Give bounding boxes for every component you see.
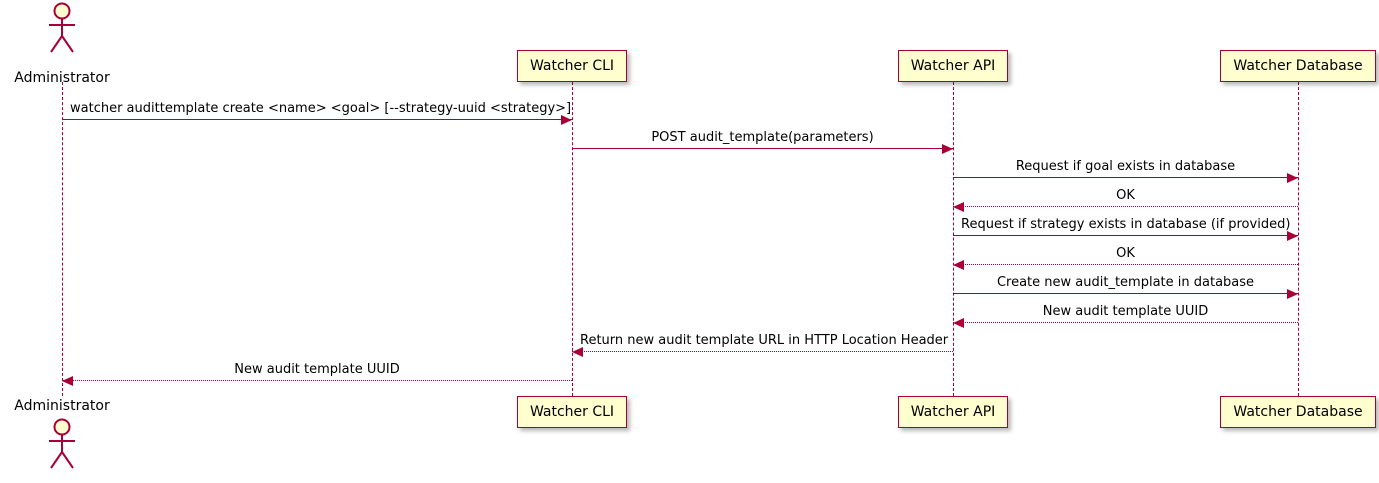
message-label-5: Request if strategy exists in database (… [961,217,1291,232]
participant-label-watcher-api: Watcher API [910,404,996,420]
arrowhead-left-icon [953,259,964,270]
message-line-6 [953,264,1298,265]
message-line-4 [953,206,1298,207]
arrowhead-left-icon [62,375,73,386]
message-line-5 [953,235,1298,236]
message-label-9: Return new audit template URL in HTTP Lo… [580,333,949,348]
message-line-3 [953,177,1298,178]
arrowhead-left-icon [572,346,583,357]
lifeline-watcher-database [1298,82,1299,396]
participant-box-bottom-watcher-database[interactable]: Watcher Database [1220,396,1376,428]
arrowhead-right-icon [1287,230,1298,241]
participant-box-top-watcher-cli[interactable]: Watcher CLI [516,50,628,82]
message-label-7: Create new audit_template in database [996,275,1255,290]
participant-label-watcher-database: Watcher Database [1233,58,1363,74]
participant-label-watcher-cli: Watcher CLI [529,404,615,420]
arrowhead-left-icon [953,317,964,328]
message-label-8: New audit template UUID [1042,304,1209,319]
arrowhead-left-icon [953,201,964,212]
participant-label-bottom-administrator: Administrator [14,398,110,414]
message-line-8 [953,322,1298,323]
actor-figure-bottom-administrator [38,418,86,470]
participant-label-watcher-api: Watcher API [910,58,996,74]
participant-label-watcher-database: Watcher Database [1233,404,1363,420]
arrowhead-right-icon [1287,288,1298,299]
participant-box-top-watcher-database[interactable]: Watcher Database [1220,50,1376,82]
message-line-10 [62,380,572,381]
participant-label-watcher-cli: Watcher CLI [529,58,615,74]
participant-box-bottom-watcher-api[interactable]: Watcher API [897,396,1009,428]
message-label-6: OK [1116,246,1135,261]
arrowhead-right-icon [1287,172,1298,183]
message-line-1 [62,119,572,120]
message-label-3: Request if goal exists in database [1015,159,1236,174]
message-line-7 [953,293,1298,294]
message-line-9 [572,351,953,352]
lifeline-administrator [62,82,63,396]
arrowhead-right-icon [942,143,953,154]
lifeline-watcher-cli [572,82,573,396]
arrowhead-right-icon [561,114,572,125]
actor-figure-top-administrator [38,2,86,54]
message-label-10: New audit template UUID [234,362,400,377]
message-label-4: OK [1116,188,1135,203]
participant-label-top-administrator: Administrator [14,70,110,86]
message-line-2 [572,148,953,149]
message-label-2: POST audit_template(parameters) [651,130,874,145]
lifeline-watcher-api [953,82,954,396]
message-label-1: watcher audittemplate create <name> <goa… [70,101,572,116]
participant-box-bottom-watcher-cli[interactable]: Watcher CLI [516,396,628,428]
participant-box-top-watcher-api[interactable]: Watcher API [897,50,1009,82]
